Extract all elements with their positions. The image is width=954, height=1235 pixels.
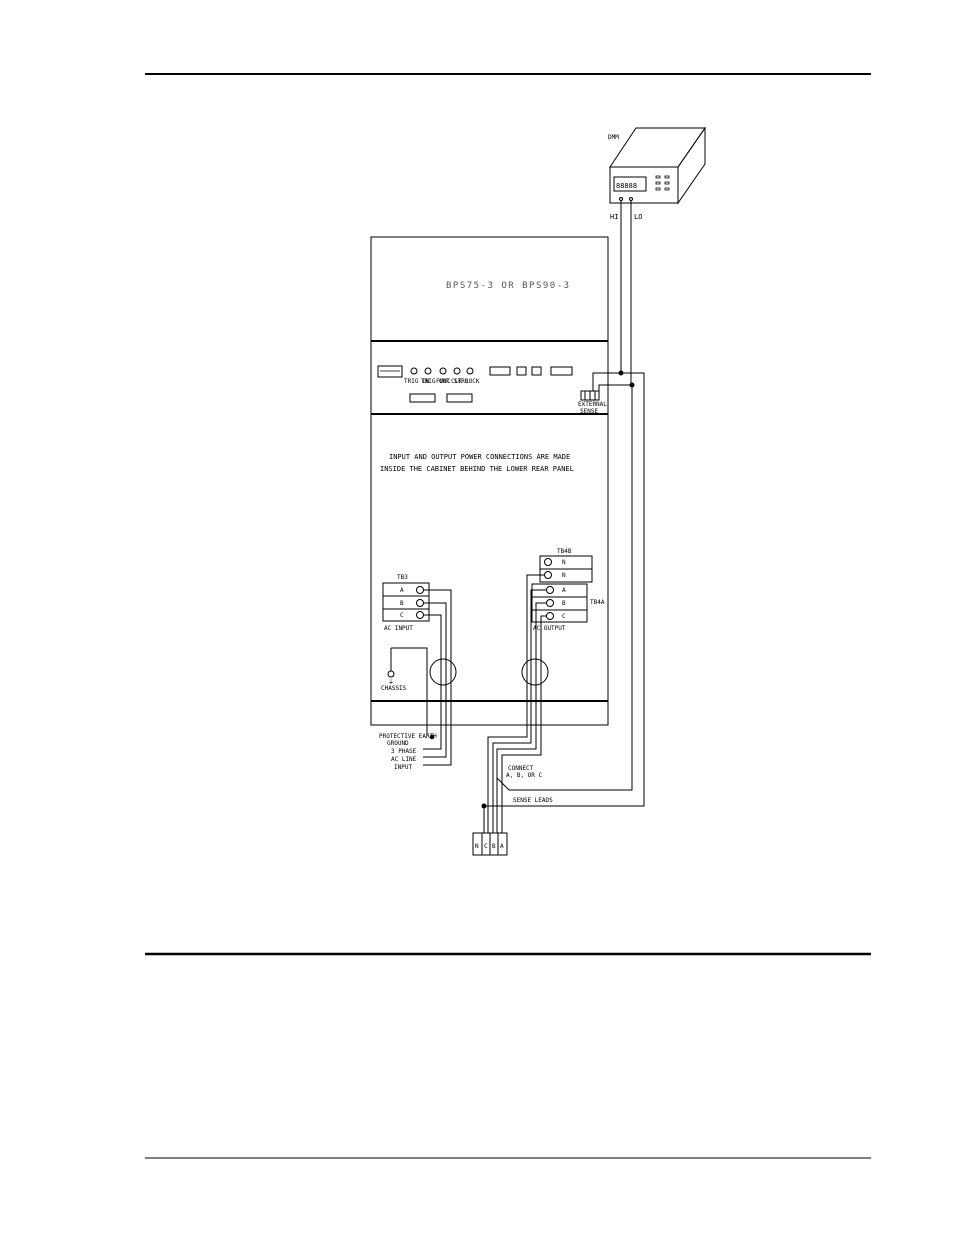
dmm-lo-label: LO — [634, 213, 642, 221]
model-label: BPS75-3 OR BPS90-3 — [446, 281, 571, 291]
trig-out-label: TRIG OUT — [421, 378, 450, 385]
load-term-b: B — [492, 843, 496, 850]
ac-output-wires — [488, 575, 546, 833]
bnc-trig-in — [411, 368, 417, 374]
dmm-label: DMM — [608, 134, 619, 141]
tb4b-term-1: N — [562, 559, 566, 566]
sense-leads-label: SENSE LEADS — [513, 797, 553, 804]
tb4a-terminal-block — [532, 584, 587, 622]
load-term-c: C — [484, 843, 488, 850]
dmm-hi-jack — [620, 198, 623, 201]
connect-note-1: CONNECT — [508, 765, 534, 772]
tb4a-term-c: C — [562, 613, 566, 620]
dmm-display-digits: 88888 — [616, 182, 637, 190]
trig-in-label: TRIG IN — [404, 378, 430, 385]
bnc-lock — [467, 368, 473, 374]
tb3-label: TB3 — [397, 574, 408, 581]
protective-earth-label-2: GROUND — [387, 740, 409, 747]
tb3-term-c: C — [400, 612, 404, 619]
line-input-label-3: INPUT — [394, 764, 412, 771]
load-term-n: N — [475, 843, 479, 850]
line-input-label-1: 3 PHASE — [391, 748, 417, 755]
rs232-connector — [551, 367, 572, 375]
remote-connector — [490, 367, 510, 375]
note-line-1: INPUT AND OUTPUT POWER CONNECTIONS ARE M… — [389, 453, 570, 461]
tb3-terminal-block — [383, 583, 429, 621]
external-sense-label-1: EXTERNAL — [578, 401, 607, 408]
lock-label: LOCK — [465, 378, 480, 385]
external-sense-label-2: SENSE — [580, 408, 598, 415]
clk-label: CLK — [451, 378, 462, 385]
dmm-hi-label: HI — [610, 213, 618, 221]
tb3-term-a: A — [400, 587, 404, 594]
tb4a-term-a: A — [562, 587, 566, 594]
power-source-cabinet — [371, 237, 608, 725]
dmm-meter: 88888 — [609, 126, 706, 205]
chassis-label: CHASSIS — [381, 685, 407, 692]
func-strb-label: FUNC STRB — [436, 378, 469, 385]
protective-earth-label-1: PROTECTIVE EARTH — [379, 733, 437, 740]
cable-entry-hole-output — [522, 659, 548, 685]
tb4b-term-2: N — [562, 572, 566, 579]
dmm-buttons — [656, 176, 669, 190]
rear-panel-connectors — [378, 366, 599, 402]
ac-input-wires — [423, 590, 451, 765]
tb4a-label: TB4A — [590, 599, 605, 606]
chassis-ground — [388, 648, 427, 735]
note-line-2: INSIDE THE CABINET BEHIND THE LOWER REAR… — [380, 465, 574, 473]
ac-input-label: AC INPUT — [384, 625, 413, 632]
ac-output-label: AC OUTPUT — [533, 625, 566, 632]
tb4b-label: TB4B — [557, 548, 572, 555]
bnc-clk — [454, 368, 460, 374]
line-input-label-2: AC LINE — [391, 756, 417, 763]
tb3-term-b: B — [400, 600, 404, 607]
dmm-display — [614, 177, 646, 191]
switch-a — [517, 367, 526, 375]
dmm-leads — [621, 201, 631, 385]
bnc-trig-out — [425, 368, 431, 374]
connect-note-2: A, B, OR C — [506, 772, 543, 779]
tb4b-terminal-block — [540, 556, 592, 582]
tb4a-term-b: B — [562, 600, 566, 607]
switch-b — [532, 367, 541, 375]
dmm-lo-jack — [630, 198, 633, 201]
cable-entry-hole-input — [430, 659, 456, 685]
load-term-a: A — [500, 843, 504, 850]
chassis-ground-symbol: ⏚ — [388, 679, 394, 686]
bnc-func-strb — [440, 368, 446, 374]
system-interface-b — [447, 394, 472, 402]
ieee-connector — [378, 366, 402, 377]
system-interface-a — [410, 394, 435, 402]
load-terminal-block — [473, 833, 507, 855]
